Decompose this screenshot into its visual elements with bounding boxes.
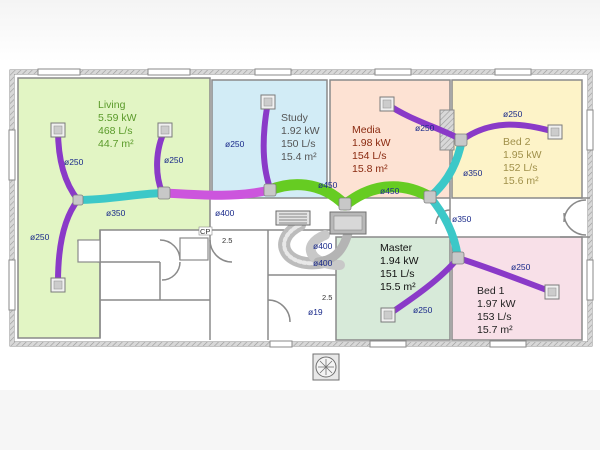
outdoor-unit-icon [312,353,340,381]
duct-bed1 [455,255,555,295]
fittings [72,133,468,265]
room-bed1-name: Bed 1 [477,285,505,297]
room-media-name: Media [352,124,381,136]
diffuser-icon [260,94,276,110]
label-trunk-450-right: ø450 [380,186,400,196]
label-living-lower: ø250 [30,232,50,242]
return-plenum [278,219,355,270]
room-media-power: 1.98 kW [352,137,391,149]
room-living-area: 44.7 m² [98,138,134,150]
bottom-background [0,390,600,450]
label-trunk-living: ø350 [106,208,126,218]
room-label-study: Study 1.92 kW 150 L/s 15.4 m² [281,112,320,163]
cupboard-a [77,239,101,263]
label-cp: CP [200,227,210,236]
room-label-master: Master 1.94 kW 151 L/s 15.5 m² [380,242,419,293]
return-grille-icon [275,210,311,226]
diffusers [50,94,563,323]
room-label-bed1: Bed 1 1.97 kW 153 L/s 15.7 m² [477,285,516,336]
diffuser-icon [157,122,173,138]
room-bed2-flow: 152 L/s [503,162,537,174]
diffuser-icon [380,307,396,323]
duct-bed2 [459,121,558,143]
room-bed1-flow: 153 L/s [477,311,511,323]
label-east-trunk: ø350 [452,214,472,224]
room-media-flow: 154 L/s [352,150,386,162]
duct-study [260,99,273,191]
label-trunk-center: ø400 [215,208,235,218]
room-master [335,236,451,341]
room-label-living: Living 5.59 kW 468 L/s 44.7 m² [98,99,137,150]
room-master-name: Master [380,242,413,254]
label-bed2-upper: ø250 [503,109,523,119]
label-return-small: ø19 [308,307,323,317]
label-living-right: ø250 [164,155,184,165]
room-bed1-area: 15.7 m² [477,324,513,336]
room-living-power: 5.59 kW [98,112,137,124]
misc-labels: CP 2.5 2.5 [198,226,332,302]
outer-wall-hatch [10,70,592,346]
room-study-name: Study [281,112,309,124]
room-living-name: Living [98,99,126,111]
room-study-flow: 150 L/s [281,138,315,150]
label-bed2-left: ø350 [463,168,483,178]
label-bed1: ø250 [511,262,531,272]
label-plenum-b: ø400 [313,258,333,268]
duct-trunk-450-right [339,181,436,211]
label-media: ø250 [415,123,435,133]
room-master-flow: 151 L/s [380,268,414,280]
room-study-power: 1.92 kW [281,125,320,137]
diffuser-icon [544,284,560,300]
duct-labels: ø250 ø250 ø250 ø350 ø400 ø250 ø450 ø450 … [30,109,531,317]
room-master-power: 1.94 kW [380,255,419,267]
room-living-flow: 468 L/s [98,125,132,137]
cp-box [198,226,213,236]
duct-trunk-living [74,189,169,204]
unit-icon [329,211,367,235]
label-study: ø250 [225,139,245,149]
room-bed1-power: 1.97 kW [477,298,516,310]
diffuser-icon [50,277,66,293]
duct-trunk-center [160,185,275,200]
label-living-left: ø250 [64,157,84,167]
label-trunk-450-left: ø450 [318,180,338,190]
diffuser-icon [50,122,66,138]
windows [8,68,594,348]
room-bed1 [451,236,583,341]
room-master-area: 15.5 m² [380,281,416,293]
cupboard-b [179,237,209,261]
room-bed2-name: Bed 2 [503,136,531,148]
room-label-bed2: Bed 2 1.95 kW 152 L/s 15.6 m² [503,136,542,187]
room-label-media: Media 1.98 kW 154 L/s 15.8 m² [352,124,391,175]
diffuser-icon [547,124,563,140]
room-media-area: 15.8 m² [352,163,388,175]
label-master: ø250 [413,305,433,315]
label-plenum-a: ø400 [313,241,333,251]
room-bed2-power: 1.95 kW [503,149,542,161]
diffuser-icon [379,96,395,112]
label-dim-b: 2.5 [322,293,332,302]
room-study-area: 15.4 m² [281,151,317,163]
label-dim-a: 2.5 [222,236,232,245]
room-bed2-area: 15.6 m² [503,175,539,187]
top-background [0,0,600,62]
